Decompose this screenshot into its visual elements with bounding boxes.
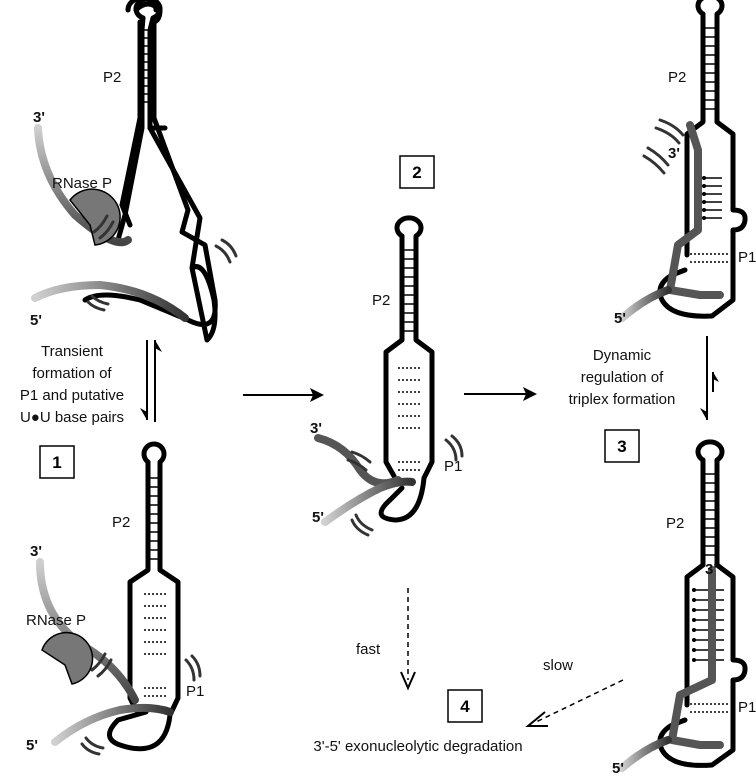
caption-dynamic-3: triplex formation xyxy=(569,391,676,408)
p2-label-4: P2 xyxy=(668,69,686,86)
p2-basepairs-1 xyxy=(143,29,151,103)
p2-basepairs-2 xyxy=(149,477,159,560)
step-3-box xyxy=(604,429,640,463)
arrow-2-to-3 xyxy=(464,387,537,401)
rnase-p-icon-2 xyxy=(41,631,94,685)
p2-label-1: P2 xyxy=(103,69,121,86)
five-prime-label-2: 5' xyxy=(26,737,38,754)
p1-label-4: P1 xyxy=(738,249,756,266)
structure-p1-bottom-left xyxy=(36,441,202,756)
p1-label-3: P1 xyxy=(444,458,462,475)
five-prime-label-5: 5' xyxy=(612,760,624,777)
equilibrium-arrow xyxy=(140,340,162,422)
triplex-pairs-top xyxy=(690,176,730,263)
slow-label: slow xyxy=(543,657,573,674)
three-prime-label-2: 3' xyxy=(30,543,42,560)
three-prime-label-1: 3' xyxy=(33,109,45,126)
five-prime-label-3: 5' xyxy=(312,509,324,526)
step-2-box xyxy=(399,155,435,189)
p2-label-5: P2 xyxy=(666,515,684,532)
structure-triplex-top xyxy=(618,0,748,322)
five-prime-label-1: 5' xyxy=(30,312,42,329)
step-2-number: 2 xyxy=(412,163,421,182)
fast-arrow xyxy=(400,588,416,691)
structure-open xyxy=(31,0,238,343)
structure-triplex-bottom xyxy=(618,439,748,772)
fast-label: fast xyxy=(356,641,381,658)
three-prime-label-4: 3' xyxy=(668,145,680,162)
slow-arrow xyxy=(525,679,624,727)
p1-label-5: P1 xyxy=(738,699,756,716)
step-1-box xyxy=(39,445,75,479)
caption-dynamic-2: regulation of xyxy=(581,369,664,386)
caption-transient-1: Transient xyxy=(41,343,104,360)
p2-basepairs-5 xyxy=(704,473,716,556)
caption-transient-2: formation of xyxy=(32,365,112,382)
three-prime-label-3: 3' xyxy=(310,420,322,437)
rnase-p-label-2: RNase P xyxy=(26,612,86,629)
step-4-box xyxy=(447,689,483,723)
p2-basepairs-3 xyxy=(403,249,415,332)
equilibrium-arrow-right xyxy=(700,336,719,420)
structure-middle xyxy=(314,215,464,537)
arrow-1-to-2 xyxy=(243,388,324,402)
p2-basepairs-4 xyxy=(704,27,716,110)
caption-transient-3: P1 and putative xyxy=(20,387,124,404)
p2-label-3: P2 xyxy=(372,292,390,309)
step-4-number: 4 xyxy=(460,697,470,716)
step-3-number: 3 xyxy=(617,437,626,456)
five-prime-label-4: 5' xyxy=(614,310,626,327)
three-prime-label-5: 3' xyxy=(705,561,717,578)
p1-label-2: P1 xyxy=(186,683,204,700)
caption-transient-4: U●U base pairs xyxy=(20,409,124,426)
uu-pairs-3 xyxy=(398,367,420,471)
rnase-p-label-1: RNase P xyxy=(52,175,112,192)
step-1-number: 1 xyxy=(52,453,61,472)
caption-degradation: 3'-5' exonucleolytic degradation xyxy=(313,738,522,755)
caption-dynamic-1: Dynamic xyxy=(593,347,652,364)
uu-pairs-2 xyxy=(144,593,166,697)
p2-label-2: P2 xyxy=(112,514,130,531)
